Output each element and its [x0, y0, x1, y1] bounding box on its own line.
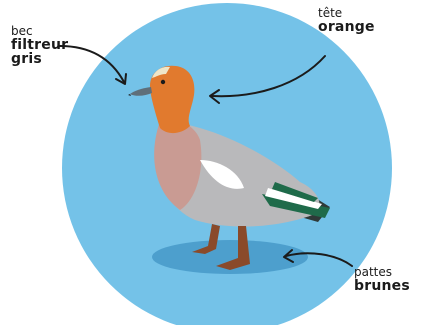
beak-label-line3: gris [11, 52, 68, 67]
beak-label-line2: filtreur [11, 38, 68, 53]
legs-label-line2: brunes [354, 279, 410, 294]
beak-label: bec filtreur gris [11, 25, 68, 67]
head-label-line1: tête [318, 7, 375, 20]
legs-label: pattes brunes [354, 266, 410, 293]
head-label-line2: orange [318, 20, 375, 35]
legs-label-line1: pattes [354, 266, 410, 279]
duck-eye [161, 80, 165, 84]
beak-label-line1: bec [11, 25, 68, 38]
head-label: tête orange [318, 7, 375, 34]
